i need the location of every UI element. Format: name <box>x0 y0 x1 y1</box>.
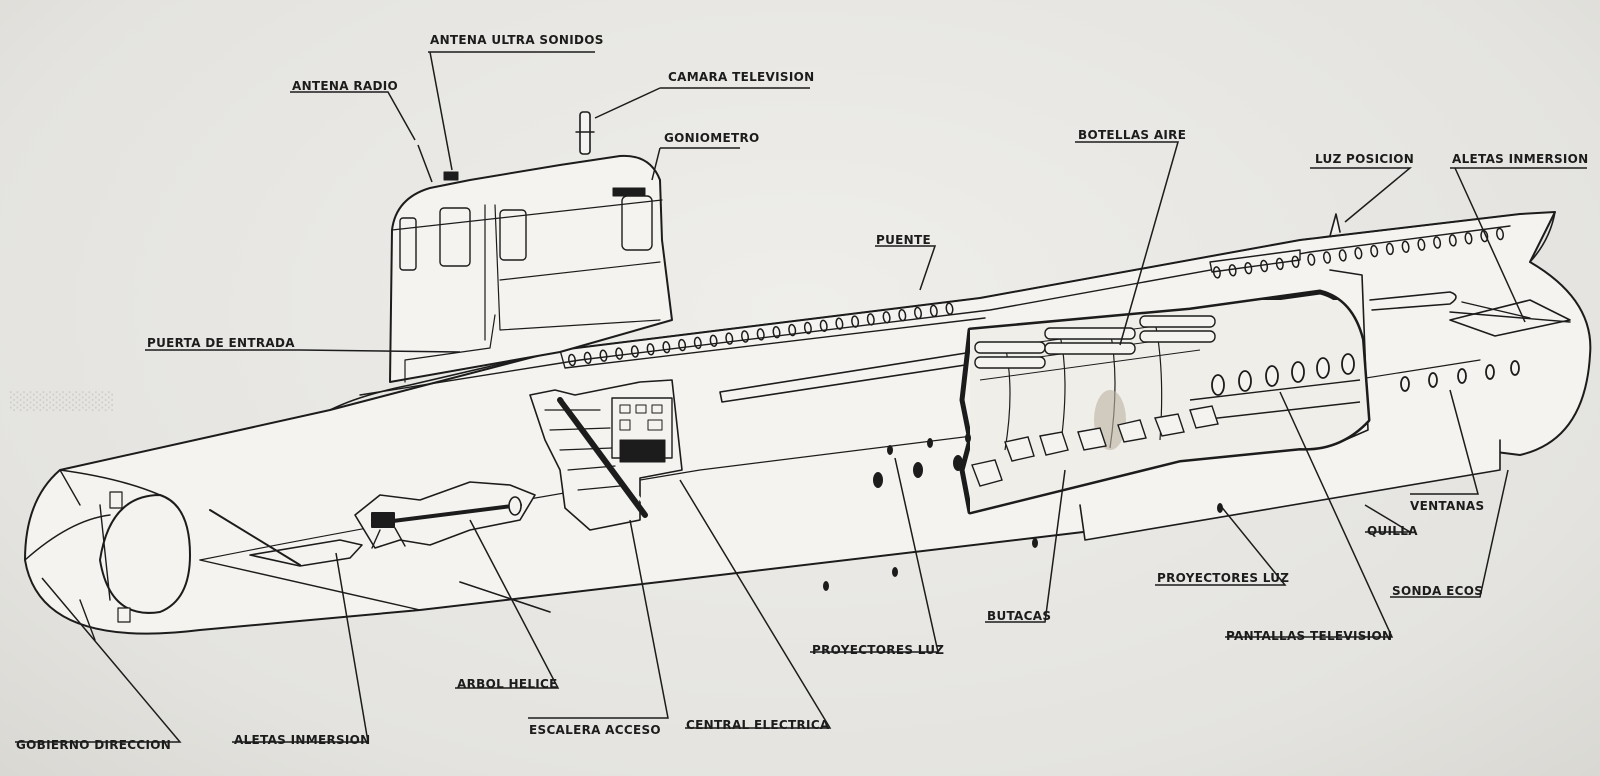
bow-dive-fin <box>1449 299 1571 337</box>
label-quilla: QUILLA <box>1367 524 1418 538</box>
hull-light <box>887 445 893 455</box>
window <box>1510 360 1520 376</box>
deck-slot <box>835 317 844 330</box>
deck-slot <box>882 311 891 324</box>
hull-light <box>953 455 963 471</box>
label-pantallas-television: PANTALLAS TELEVISION <box>1226 629 1393 643</box>
deck-slot <box>1433 236 1442 249</box>
deck-slot <box>1291 255 1300 269</box>
deck-slot <box>1401 240 1410 254</box>
deck-slot <box>945 302 954 315</box>
hull-light <box>1217 503 1223 513</box>
deck-slot <box>929 304 938 318</box>
window <box>1485 364 1495 380</box>
label-escalera-acceso: ESCALERA ACCESO <box>529 723 661 737</box>
porthole <box>1211 374 1225 396</box>
deck-slot <box>1385 242 1394 256</box>
hull-light <box>873 472 883 488</box>
stern-dive-fin <box>249 539 363 567</box>
deck-slot <box>567 353 577 367</box>
deck-slot <box>756 328 765 341</box>
label-gobierno-direccion: GOBIERNO DIRECCION <box>16 738 172 752</box>
deck-slot <box>646 343 655 356</box>
deck-slot <box>1417 238 1426 251</box>
deck-slot <box>662 340 671 354</box>
deck-slot <box>1354 246 1363 260</box>
label-antena-radio: ANTENA RADIO <box>292 79 398 93</box>
deck-slot <box>1448 234 1457 247</box>
label-aletas-inmersion-proa: ALETAS INMERSION <box>234 733 371 747</box>
deck-slot <box>1212 266 1221 279</box>
deck-slot <box>678 338 687 352</box>
keel <box>1079 439 1501 541</box>
deck-slot <box>1495 227 1505 241</box>
deck-slot <box>1228 264 1237 277</box>
window <box>1400 376 1410 392</box>
deck-slot <box>803 321 812 335</box>
leader-lines <box>15 51 1587 743</box>
label-sonda-ecos: SONDA ECOS <box>1392 584 1484 598</box>
conning-tower <box>389 154 673 383</box>
label-camara-television: CAMARA TELEVISION <box>668 70 815 84</box>
deck-slot <box>772 325 781 339</box>
hull-light <box>927 438 933 448</box>
porthole <box>1265 365 1279 387</box>
deck-slot <box>615 347 624 360</box>
label-luz-posicion: LUZ POSICION <box>1315 152 1415 166</box>
hull-light <box>823 581 829 591</box>
porthole <box>1238 370 1252 392</box>
deck-slot <box>1275 257 1284 271</box>
deck-slot <box>1244 261 1253 275</box>
porthole <box>1291 361 1305 383</box>
label-antena-ultra-sonidos: ANTENA ULTRA SONIDOS <box>430 33 604 47</box>
label-proyectores-luz-centro: PROYECTORES LUZ <box>812 643 945 657</box>
deck-slot <box>866 313 875 326</box>
deck-slot <box>693 336 702 350</box>
label-arbol-helice: ARBOL HELICE <box>457 677 558 691</box>
air-bottles <box>974 315 1216 369</box>
porthole <box>1341 353 1355 375</box>
hull-light <box>913 462 923 478</box>
label-proyectores-luz-derecha: PROYECTORES LUZ <box>1157 571 1290 585</box>
window <box>1457 368 1467 384</box>
label-butacas: BUTACAS <box>987 609 1052 623</box>
deck-slot <box>1260 259 1269 273</box>
label-central-electrica: CENTRAL ELECTRICA <box>686 718 830 732</box>
seats <box>971 405 1219 487</box>
deck-slot <box>630 345 639 358</box>
deck-slot <box>1307 253 1316 266</box>
deck-slot <box>709 334 718 348</box>
label-goniometro: GONIOMETRO <box>664 131 760 145</box>
deck-slot <box>583 351 592 365</box>
deck-slot <box>913 306 923 320</box>
hull-light <box>892 567 898 577</box>
label-puente: PUENTE <box>876 233 931 247</box>
stern-cone <box>99 494 191 614</box>
deck-slot <box>1322 251 1332 264</box>
deck-slot <box>819 319 828 333</box>
hull-light <box>965 433 971 443</box>
deck-slot <box>788 323 797 337</box>
porthole <box>1316 357 1330 379</box>
label-puerta-de-entrada: PUERTA DE ENTRADA <box>147 336 295 350</box>
deck-slot <box>740 330 750 343</box>
hull-light <box>1032 538 1038 548</box>
deck-slot <box>1338 249 1347 262</box>
label-aletas-inmersion-popa: ALETAS INMERSION <box>1452 152 1589 166</box>
camera-mast <box>579 111 591 155</box>
label-ventanas: VENTANAS <box>1410 499 1485 513</box>
window <box>1428 372 1438 388</box>
deck-slot <box>599 349 608 362</box>
deck-slot <box>1370 244 1379 258</box>
label-botellas-aire: BOTELLAS AIRE <box>1078 128 1187 142</box>
deck-slot <box>725 332 734 345</box>
deck-slot <box>1464 232 1473 245</box>
deck-slot <box>851 315 860 328</box>
deck-slot <box>898 308 907 322</box>
bleed-through-text: ░░░░░░░░ <box>10 392 115 412</box>
